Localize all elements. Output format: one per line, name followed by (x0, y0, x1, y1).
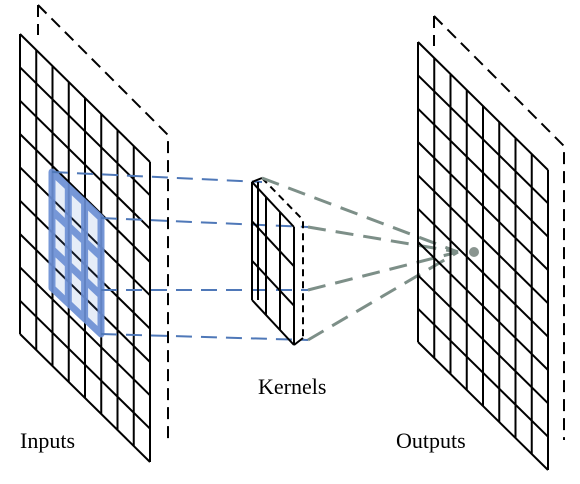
output-back-plane (433, 15, 565, 440)
output-projection-lines (261, 176, 459, 342)
kernel-grid (251, 177, 304, 346)
output-grid (417, 41, 549, 471)
input-back-plane (37, 4, 169, 440)
inputs-label: Inputs (20, 428, 75, 453)
kernel-back-plane (261, 177, 304, 338)
kernels-label: Kernels (258, 374, 327, 399)
input-grid (19, 33, 151, 463)
output-unit-dot (469, 247, 479, 257)
input-projection-lines (51, 171, 309, 341)
outputs-label: Outputs (396, 428, 466, 453)
receptive-field-highlight (48, 168, 105, 338)
